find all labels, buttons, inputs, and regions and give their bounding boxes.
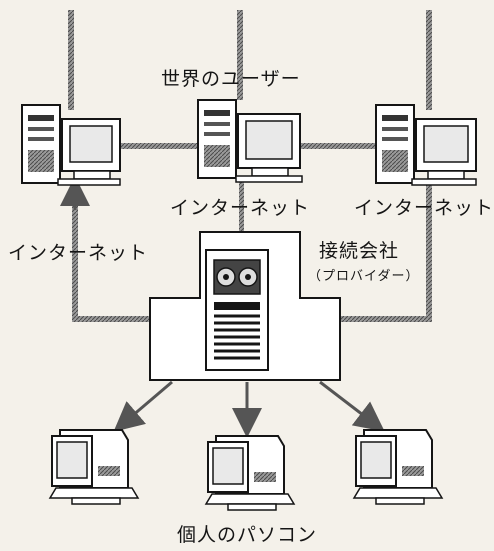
label-internet-right: インターネット — [354, 197, 494, 219]
arrow-to-pc-right — [319, 380, 385, 432]
personal-computer-right — [352, 429, 444, 505]
label-provider-sub: （プロバイダー） — [308, 269, 420, 284]
right-down-line — [426, 185, 432, 320]
top-internet-lines — [68, 10, 432, 110]
left-horizontal-line — [72, 316, 152, 322]
middle-down-line — [239, 180, 244, 235]
left-down-line — [72, 185, 78, 320]
top-line-left — [68, 10, 74, 110]
label-provider: 接続会社 — [319, 240, 400, 262]
personal-computer-middle — [204, 435, 296, 511]
arrow-to-pc-left — [113, 380, 173, 432]
personal-computer-left — [48, 429, 140, 505]
top-line-middle — [237, 10, 243, 100]
provider-internet-lines — [60, 176, 432, 322]
provider-to-pc-arrows — [113, 380, 385, 438]
label-internet-left: インターネット — [8, 242, 149, 264]
world-computer-left — [21, 104, 121, 186]
label-personal-pc: 個人のパソコン — [177, 524, 318, 546]
world-link-line — [120, 143, 376, 149]
server-vent-lines — [214, 314, 260, 360]
right-horizontal-line — [340, 316, 432, 322]
provider-server-icon — [205, 249, 269, 371]
world-computer-right — [375, 104, 477, 186]
world-computer-middle — [197, 99, 303, 183]
top-line-right — [426, 10, 432, 110]
label-internet-middle: インターネット — [170, 197, 311, 219]
label-world-users: 世界のユーザー — [161, 68, 301, 90]
